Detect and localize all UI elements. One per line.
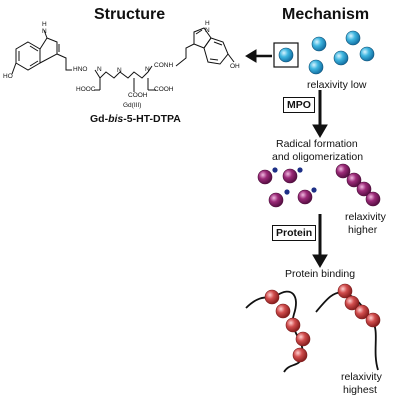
radical-species <box>257 168 313 208</box>
oligomer-sphere <box>335 163 351 179</box>
radical-formation-line-2: and oligomerization <box>272 151 364 163</box>
monomer-sphere <box>311 36 327 52</box>
atom-cooh-mid: COOH <box>128 92 148 99</box>
atom-oh-right: OH <box>230 63 240 70</box>
atom-h-left: H <box>42 21 47 28</box>
down-arrow-2-head <box>312 254 328 268</box>
bound-sphere <box>295 331 311 347</box>
oligomer-sphere <box>356 181 372 197</box>
protein-binding-label: Protein binding <box>285 268 356 280</box>
radical-sphere <box>257 169 273 185</box>
bound-sphere <box>337 283 353 299</box>
radical-dot <box>311 187 317 193</box>
radical-dots <box>272 167 317 195</box>
metal-label: Gd(III) <box>123 102 142 109</box>
monomer-sphere <box>308 59 324 75</box>
monomer-sphere <box>359 46 375 62</box>
bound-sphere <box>275 303 291 319</box>
atom-hooc-left: HOOC <box>76 86 96 93</box>
atom-n-right: N <box>205 27 210 34</box>
radical-sphere <box>268 192 284 208</box>
bound-sphere <box>344 295 360 311</box>
atom-cooh-right: COOH <box>154 86 174 93</box>
radical-sphere <box>282 168 298 184</box>
atom-n1: N <box>97 66 102 73</box>
protein-box: Protein <box>272 225 317 241</box>
right-benzene-ring <box>203 37 229 65</box>
dtpa-backbone <box>94 65 153 79</box>
compound-name-prefix: Gd- <box>90 113 109 125</box>
atom-n-left: N <box>42 28 47 35</box>
down-arrow-1-head <box>312 124 328 138</box>
relaxivity-low-label: relaxivity low <box>307 79 367 91</box>
radical-sphere <box>297 189 313 205</box>
bound-sphere <box>365 312 381 328</box>
relaxivity-higher-line-1: relaxivity <box>345 211 386 223</box>
relaxivity-highest-line-2: highest <box>343 384 377 396</box>
left-benzene-ring <box>15 41 41 71</box>
monomer-sphere <box>333 50 349 66</box>
atom-n2: N <box>117 67 122 74</box>
left-pyrrole-ring <box>39 37 58 64</box>
boxed-monomer-sphere <box>278 47 294 63</box>
bound-molecules <box>264 283 381 363</box>
bound-sphere <box>354 304 370 320</box>
compound-name-suffix: -5-HT-DTPA <box>123 113 181 125</box>
right-pyrrole-ring <box>193 27 212 49</box>
bound-sphere <box>264 289 280 305</box>
atom-h-right: H <box>205 20 210 27</box>
mpo-box: MPO <box>283 97 315 113</box>
free-monomers <box>308 30 375 75</box>
atom-conh: CONH <box>154 62 174 69</box>
relaxivity-highest-line-1: relaxivity <box>341 371 382 383</box>
atom-ho-left: HO <box>3 73 13 80</box>
oligomer-chain <box>335 163 381 207</box>
bound-sphere <box>292 347 308 363</box>
radical-dot <box>297 167 303 173</box>
compound-name-italic: bis <box>108 113 124 125</box>
compound-name: Gd-bis-5-HT-DTPA <box>90 113 181 125</box>
mechanism-arrows <box>245 49 328 268</box>
atom-hno: HNO <box>73 66 88 73</box>
chemical-structure <box>11 27 235 92</box>
bound-sphere <box>285 317 301 333</box>
radical-formation-line-1: Radical formation <box>276 138 358 150</box>
radical-dot <box>272 167 278 173</box>
radical-dot <box>284 189 290 195</box>
relaxivity-higher-line-2: higher <box>348 224 378 236</box>
oligomer-sphere <box>365 191 381 207</box>
left-arrow-head <box>245 49 257 63</box>
structure-heading: Structure <box>94 6 166 23</box>
oligomer-sphere <box>346 172 362 188</box>
mechanism-heading: Mechanism <box>282 6 370 23</box>
monomer-sphere <box>345 30 361 46</box>
atom-n3: N <box>145 66 150 73</box>
